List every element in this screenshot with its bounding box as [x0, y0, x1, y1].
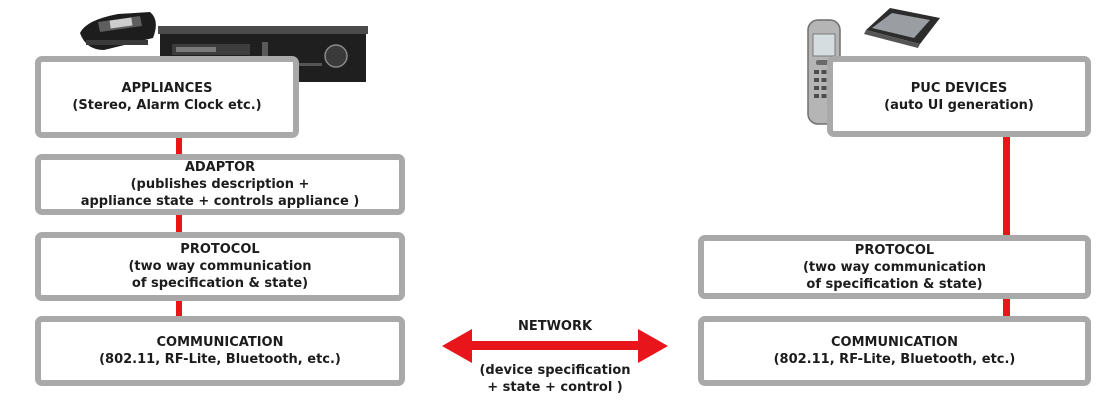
- adaptor-line2: (publishes description +: [130, 177, 310, 192]
- protocol-title-right: PROTOCOL: [854, 242, 935, 258]
- protocol-title-left: PROTOCOL: [180, 242, 260, 257]
- protocol-line3-left: of specification & state): [131, 276, 309, 291]
- connector-protocol-communication: [176, 301, 182, 316]
- puc-devices-title: PUC DEVICES: [910, 80, 1008, 96]
- connector-puc-protocol: [1003, 137, 1010, 235]
- communication-box-left: COMMUNICATION (802.11, RF-Lite, Bluetoot…: [35, 316, 405, 386]
- protocol-line2-left: (two way communication: [128, 259, 312, 274]
- pda-icon: [864, 8, 940, 48]
- network-line3: + state + control ): [487, 380, 623, 395]
- alarm-clock-icon: [80, 12, 156, 50]
- adaptor-box: ADAPTOR (publishes description + applian…: [35, 154, 405, 215]
- network-description: (device specification + state + control …: [440, 362, 670, 396]
- puc-devices-box: PUC DEVICES (auto UI generation): [827, 56, 1091, 137]
- connector-appliances-adaptor: [176, 138, 182, 154]
- network-double-arrow: [442, 329, 668, 363]
- communication-title-right: COMMUNICATION: [831, 335, 958, 350]
- appliances-box: APPLIANCES (Stereo, Alarm Clock etc.): [35, 56, 299, 138]
- protocol-line2-right: (two way communication: [802, 259, 987, 275]
- puc-devices-subtitle: (auto UI generation): [884, 97, 1034, 113]
- protocol-line3-right: of specification & state): [806, 276, 983, 292]
- protocol-box-left: PROTOCOL (two way communication of speci…: [35, 232, 405, 301]
- adaptor-line3: appliance state + controls appliance ): [80, 194, 360, 209]
- communication-subtitle-right: (802.11, RF-Lite, Bluetooth, etc.): [773, 352, 1016, 367]
- communication-subtitle-left: (802.11, RF-Lite, Bluetooth, etc.): [99, 352, 341, 367]
- connector-protocol-communication-right: [1003, 299, 1010, 316]
- appliances-title: APPLIANCES: [121, 81, 213, 96]
- communication-box-right: COMMUNICATION (802.11, RF-Lite, Bluetoot…: [698, 316, 1091, 386]
- adaptor-title: ADAPTOR: [184, 160, 256, 175]
- connector-adaptor-protocol: [176, 215, 182, 232]
- appliances-subtitle: (Stereo, Alarm Clock etc.): [72, 98, 262, 113]
- network-line2: (device specification: [479, 363, 631, 378]
- communication-title-left: COMMUNICATION: [156, 335, 284, 350]
- protocol-box-right: PROTOCOL (two way communication of speci…: [698, 235, 1091, 299]
- network-label: NETWORK: [470, 318, 640, 335]
- network-title: NETWORK: [517, 319, 593, 334]
